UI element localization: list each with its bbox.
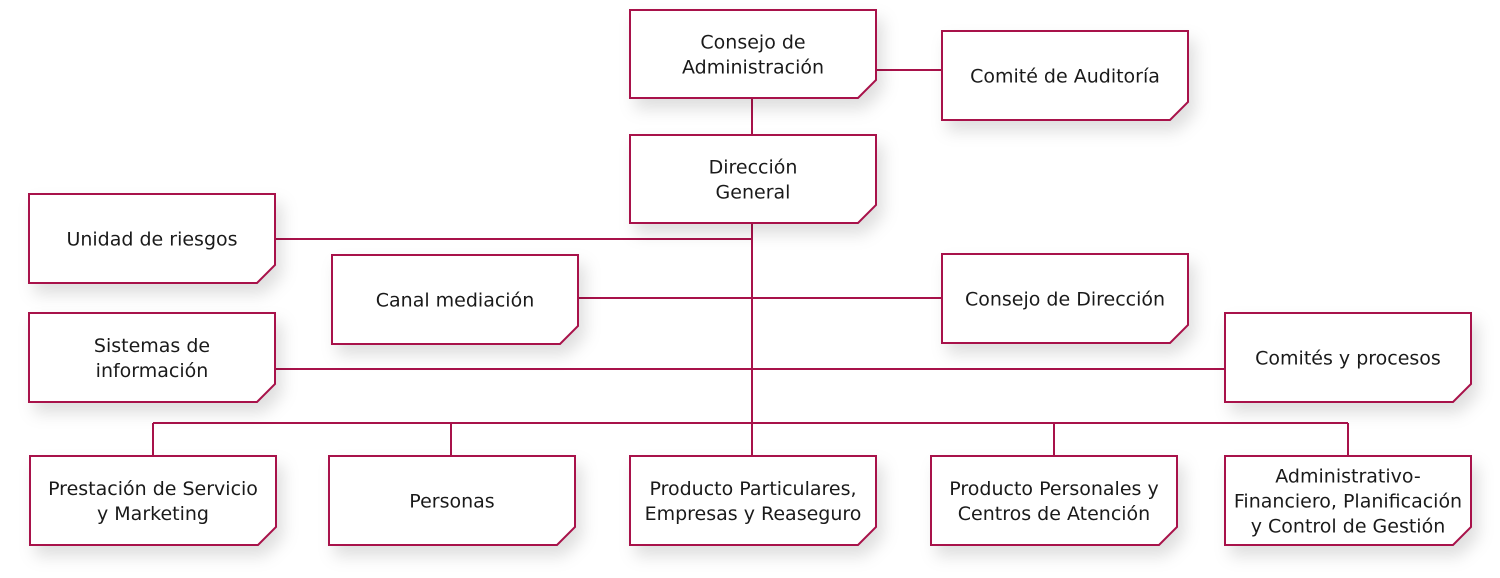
org-node-label: y Marketing <box>97 503 209 525</box>
org-node-box <box>29 455 277 546</box>
org-node-label: Prestación de Servicio <box>48 478 258 500</box>
org-node-label: Unidad de riesgos <box>66 229 237 251</box>
org-node-comites-procesos: Comités y procesos <box>1224 312 1472 403</box>
org-node-label: Administración <box>682 57 824 79</box>
org-node-label: Administrativo- <box>1275 466 1420 488</box>
org-node-consejo-direccion: Consejo de Dirección <box>941 253 1189 344</box>
connector-lines <box>152 69 1349 456</box>
org-node-comite-auditoria: Comité de Auditoría <box>941 30 1189 121</box>
org-node-prestacion-servicio-marketing: Prestación de Servicio y Marketing <box>29 455 277 546</box>
org-node-personas: Personas <box>328 455 576 546</box>
org-node-label: Financiero, Planificación <box>1234 491 1462 513</box>
org-node-box <box>28 312 276 403</box>
org-node-label: Comité de Auditoría <box>970 66 1160 88</box>
org-node-label: Canal mediación <box>376 290 535 312</box>
org-node-sistemas-informacion: Sistemas de información <box>28 312 276 403</box>
org-node-label: Producto Particulares, <box>649 478 856 500</box>
org-node-label: Consejo de <box>700 32 805 54</box>
org-node-box <box>629 9 877 99</box>
org-node-unidad-riesgos: Unidad de riesgos <box>28 193 276 284</box>
org-node-label: Comités y procesos <box>1255 348 1441 370</box>
org-node-label: Centros de Atención <box>958 503 1150 525</box>
org-node-producto-particulares: Producto Particulares, Empresas y Reasegu… <box>629 455 877 546</box>
org-node-label: Dirección <box>709 157 798 179</box>
org-node-label: Producto Personales y <box>949 478 1158 500</box>
org-node-box <box>328 455 576 546</box>
org-node-administrativo-financiero: Administrativo- Financiero, Planificación… <box>1224 455 1472 546</box>
org-node-consejo-administracion: Consejo de Administración <box>629 9 877 99</box>
org-node-box <box>941 30 1189 121</box>
org-node-label: y Control de Gestión <box>1251 516 1446 538</box>
org-node-box <box>629 134 877 224</box>
org-node-label: información <box>96 360 209 382</box>
org-node-box <box>941 253 1189 344</box>
org-node-box <box>331 254 579 345</box>
org-node-label: Sistemas de <box>94 335 210 357</box>
org-node-label: Empresas y Reaseguro <box>645 503 862 525</box>
org-node-label: Consejo de Dirección <box>965 289 1165 311</box>
org-node-label: Personas <box>409 491 494 513</box>
org-node-canal-mediacion: Canal mediación <box>331 254 579 345</box>
org-node-box <box>1224 312 1472 403</box>
org-node-label: General <box>716 182 791 204</box>
org-node-box <box>629 455 877 546</box>
org-node-producto-personales: Producto Personales y Centros de Atención <box>930 455 1178 546</box>
org-node-box <box>1224 455 1472 546</box>
org-nodes: Consejo de Administración Comité de Audito… <box>28 9 1472 546</box>
org-node-box <box>930 455 1178 546</box>
org-node-box <box>28 193 276 284</box>
